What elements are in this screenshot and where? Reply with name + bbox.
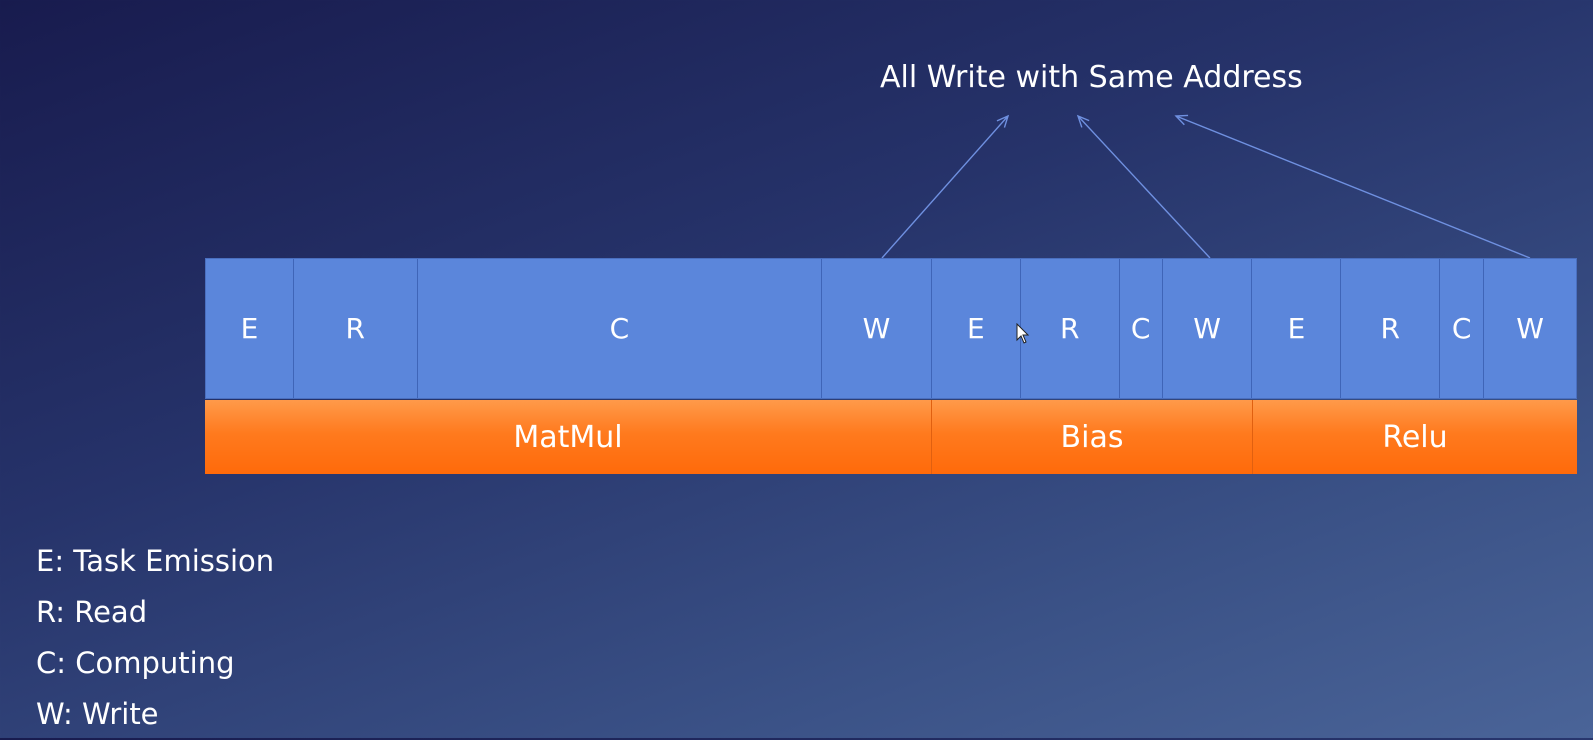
segment-read: R [1341, 259, 1441, 398]
mouse-cursor-icon [1016, 323, 1030, 344]
operation-matmul: MatMul [205, 400, 932, 474]
segment-read: R [293, 259, 418, 398]
legend-item-read: R: Read [36, 595, 148, 629]
arrow-relu-write [1174, 114, 1531, 259]
operation-bias: Bias [932, 400, 1253, 474]
segment-compute: C [1119, 259, 1163, 398]
legend-item-write: W: Write [36, 697, 159, 731]
segment-emission: E [206, 259, 294, 398]
legend: E: Task Emission R: Read C: Computing W:… [36, 536, 356, 740]
arrow-bias-write [1076, 114, 1211, 259]
segment-emission: E [931, 259, 1021, 398]
operation-relu: Relu [1253, 400, 1577, 474]
legend-item-emission: E: Task Emission [36, 544, 275, 578]
segment-write: W [1484, 259, 1577, 398]
segment-write: W [1162, 259, 1253, 398]
phase-timeline: E R C W E R C W E R C W [205, 258, 1577, 399]
operation-bar: MatMul Bias Relu [205, 400, 1577, 474]
arrow-matmul-write [881, 114, 1010, 259]
segment-read: R [1020, 259, 1120, 398]
legend-item-compute: C: Computing [36, 646, 235, 680]
segment-compute: C [417, 259, 823, 398]
diagram-title: All Write with Same Address [880, 60, 1303, 95]
segment-compute: C [1440, 259, 1485, 398]
segment-write: W [822, 259, 932, 398]
segment-emission: E [1252, 259, 1342, 398]
